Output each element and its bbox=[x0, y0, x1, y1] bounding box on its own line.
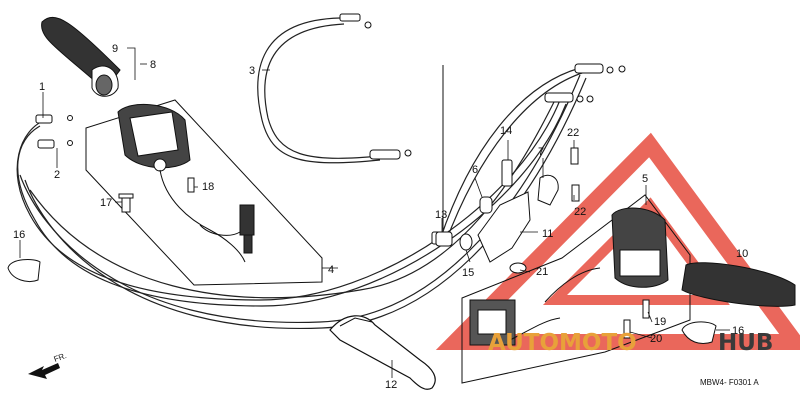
front-direction-arrow: FR. bbox=[28, 351, 68, 379]
cable-fittings bbox=[35, 13, 604, 245]
callout-10: 10 bbox=[736, 248, 748, 260]
bracket-11 bbox=[477, 191, 531, 263]
callout-5: 5 bbox=[642, 173, 648, 185]
callout-8: 8 bbox=[150, 59, 156, 71]
bolt-22 bbox=[570, 147, 580, 202]
callout-7: 7 bbox=[538, 146, 544, 158]
callout-9: 9 bbox=[112, 43, 118, 55]
leader-lines bbox=[19, 47, 730, 378]
lever-12 bbox=[329, 315, 436, 390]
watermark-triangle bbox=[435, 132, 800, 350]
clamp-16-left bbox=[7, 259, 41, 282]
bolt-17 bbox=[118, 193, 134, 213]
screw-18 bbox=[187, 177, 195, 193]
callout-22-top: 22 bbox=[567, 127, 579, 139]
direction-label: FR. bbox=[53, 351, 68, 364]
screw-19-20 bbox=[623, 299, 650, 339]
callout-1: 1 bbox=[39, 81, 45, 93]
diagram-code: MBW4- F0301 A bbox=[700, 378, 759, 387]
callouts: 1 2 3 4 5 6 7 8 9 10 11 12 13 14 15 16 1… bbox=[13, 43, 748, 391]
part-6 bbox=[479, 196, 493, 214]
clamp-16-right bbox=[681, 321, 717, 344]
small-hardware bbox=[67, 21, 626, 157]
lower-switch-housing bbox=[469, 299, 561, 346]
callout-11: 11 bbox=[542, 228, 553, 240]
callout-21: 21 bbox=[536, 266, 548, 278]
callout-13: 13 bbox=[435, 209, 447, 221]
callout-14: 14 bbox=[500, 125, 512, 137]
right-grip bbox=[681, 262, 796, 307]
callout-3: 3 bbox=[249, 65, 255, 77]
watermark: AUTOMOTO HUB bbox=[488, 330, 773, 356]
left-grip bbox=[41, 16, 121, 97]
washer-15 bbox=[459, 233, 473, 251]
callout-6: 6 bbox=[472, 164, 478, 176]
watermark-text-part1: AUTOMOTO bbox=[488, 330, 637, 356]
nut-21 bbox=[509, 262, 527, 274]
callout-12: 12 bbox=[385, 379, 397, 391]
callout-20: 20 bbox=[650, 333, 662, 345]
callout-15: 15 bbox=[462, 267, 474, 279]
left-switch-group-box bbox=[85, 99, 323, 286]
left-switch-housing bbox=[117, 103, 255, 263]
callout-17: 17 bbox=[100, 197, 112, 209]
watermark-text-part2: HUB bbox=[718, 330, 773, 356]
pivot-bolt-14 bbox=[501, 159, 513, 187]
clamp-7 bbox=[537, 174, 559, 206]
callout-18: 18 bbox=[202, 181, 214, 193]
callout-4: 4 bbox=[328, 264, 334, 276]
callout-2: 2 bbox=[54, 169, 60, 181]
callout-19: 19 bbox=[654, 316, 666, 328]
callout-22-bottom: 22 bbox=[574, 206, 586, 218]
right-switch-housing bbox=[544, 207, 669, 303]
callout-16-left: 16 bbox=[13, 229, 25, 241]
part-13 bbox=[435, 231, 453, 247]
callout-16-right: 16 bbox=[732, 325, 744, 337]
